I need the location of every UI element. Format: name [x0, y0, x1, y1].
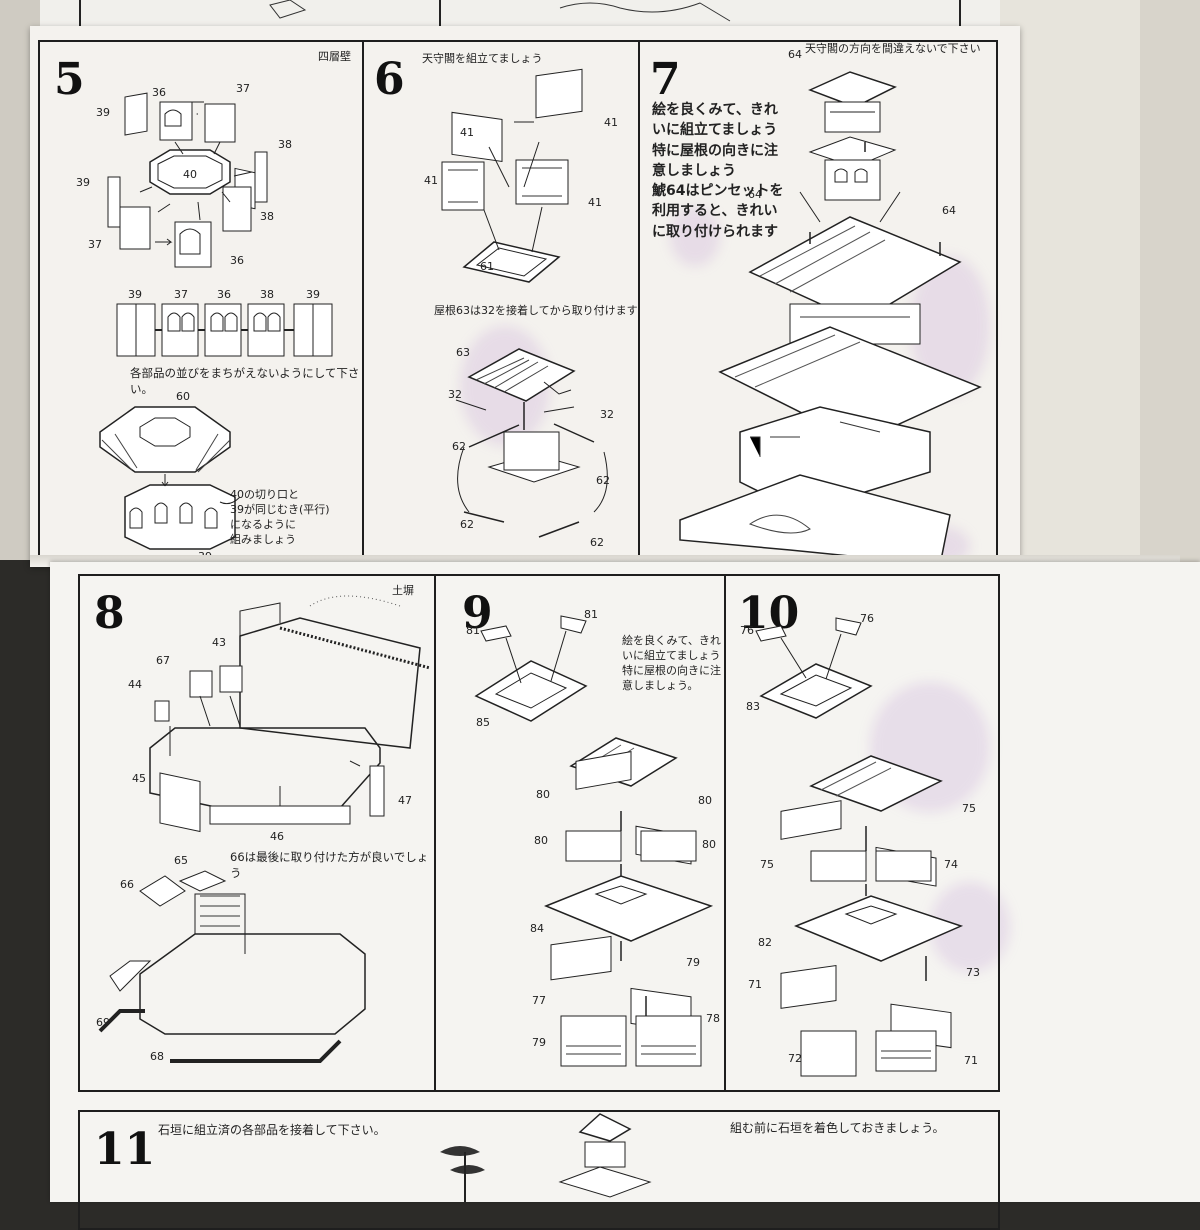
- part-label: 64: [942, 204, 956, 217]
- part-label: 64: [748, 188, 762, 201]
- part-label: 62: [452, 440, 466, 453]
- part-label: 75: [962, 802, 976, 815]
- part-label: 79: [686, 956, 700, 969]
- tower-assembly-diagram: [441, 68, 608, 538]
- part-label: 37: [88, 238, 102, 251]
- previous-page-strip: [40, 0, 1000, 31]
- part-label: 67: [156, 654, 170, 667]
- part-label: 32: [448, 388, 462, 401]
- wall-assembly-diagram: [98, 595, 431, 1063]
- part-label: 38: [260, 210, 274, 223]
- step-title: 土塀: [392, 584, 414, 597]
- part-label: 77: [532, 994, 546, 1007]
- step-title: 四層壁: [318, 50, 351, 63]
- step-number: 5: [54, 54, 85, 105]
- part-label: 80: [702, 838, 716, 851]
- part-label: 38: [278, 138, 292, 151]
- step-note: 絵を良くみて、きれ いに組立てましょう 特に屋根の向きに注 意しましょう。: [622, 634, 721, 692]
- part-label: 36: [217, 288, 231, 301]
- part-label: 81: [584, 608, 598, 621]
- part-label: 63: [456, 346, 470, 359]
- part-label: 80: [698, 794, 712, 807]
- step-note: 66は最後に取り付けた方が良いでしょう: [230, 850, 429, 880]
- part-label: 40: [183, 168, 197, 181]
- part-label: 68: [150, 1050, 164, 1063]
- part-label: 61: [480, 260, 494, 273]
- part-label: 79: [532, 1036, 546, 1049]
- part-label: 60: [176, 390, 190, 403]
- step-number: 11: [94, 1124, 156, 1175]
- part-label: 38: [260, 288, 274, 301]
- step-note: 40の切り口と 39が同じむき(平行) になるように 組みましょう: [230, 488, 330, 546]
- part-label: 76: [860, 612, 874, 625]
- part-label: 41: [460, 126, 474, 139]
- part-label: 44: [128, 678, 142, 691]
- part-label: 83: [746, 700, 760, 713]
- part-label: 41: [588, 196, 602, 209]
- part-label: 85: [476, 716, 490, 729]
- step-note: 絵を良くみて、きれ いに組立てましょう 特に屋根の向きに注 意しましょう 鯱64…: [652, 102, 784, 240]
- step-title: 天守閣の方向を間違えないで下さい: [805, 42, 981, 55]
- part-label: 76: [740, 624, 754, 637]
- instruction-page-lower: 8 土塀 67 43 44 45 47: [50, 562, 1200, 1230]
- part-label: 46: [270, 830, 284, 843]
- part-label: 80: [536, 788, 550, 801]
- step-note: 石垣に組立済の各部品を接着して下さい。: [158, 1123, 386, 1137]
- part-label: 65: [174, 854, 188, 867]
- part-label: 84: [530, 922, 544, 935]
- castle-assembly-diagram: [679, 71, 982, 566]
- part-label: 62: [596, 474, 610, 487]
- step-number: 8: [94, 588, 125, 639]
- step-number: 9: [462, 588, 493, 639]
- gate-tower-assembly-diagram: [755, 617, 964, 1077]
- part-label: 47: [398, 794, 412, 807]
- part-label: 82: [758, 936, 772, 949]
- step-note: 各部品の並びをまちがえないようにして下さい。: [130, 366, 360, 396]
- part-label: 75: [760, 858, 774, 871]
- part-label: 39: [76, 176, 90, 189]
- step-number: 6: [374, 54, 405, 105]
- part-label: 41: [604, 116, 618, 129]
- part-label: 36: [230, 254, 244, 267]
- part-label: 41: [424, 174, 438, 187]
- part-label: 71: [748, 978, 762, 991]
- step-6-panel: 6 天守閣を組立てましょう 41 41 41 41 61: [362, 40, 638, 562]
- part-label: 37: [174, 288, 188, 301]
- step-11-panel: 11 石垣に組立済の各部品を接着して下さい。 組む前に石垣を着色しておきましょう…: [78, 1110, 1000, 1230]
- part-label: 62: [460, 518, 474, 531]
- part-label: 39: [96, 106, 110, 119]
- step-7-panel: 7 天守閣の方向を間違えないで下さい 絵を良くみて、きれ いに組立てましょう 特…: [638, 40, 998, 566]
- previous-page-drawing: [79, 0, 961, 30]
- part-label: 36: [152, 86, 166, 99]
- step-title: 天守閣を組立てましょう: [422, 52, 543, 65]
- step-note: 組む前に石垣を着色しておきましょう。: [730, 1121, 945, 1135]
- part-label: 71: [964, 1054, 978, 1067]
- step-number: 7: [650, 54, 681, 105]
- part-label: 64: [788, 48, 802, 61]
- part-label: 78: [706, 1012, 720, 1025]
- wall-ring-diagram: [99, 92, 333, 550]
- part-label: 74: [944, 858, 958, 871]
- turret-assembly-diagram: [474, 615, 714, 1067]
- step-9-panel: 9 絵を良くみて、きれ いに組立てましょう 特に屋根の向きに注 意しましょう。: [434, 574, 724, 1092]
- part-label: 73: [966, 966, 980, 979]
- part-label: 39: [128, 288, 142, 301]
- part-label: 81: [466, 624, 480, 637]
- part-label: 80: [534, 834, 548, 847]
- step-8-panel: 8 土塀 67 43 44 45 47: [78, 574, 434, 1092]
- part-label: 69: [96, 1016, 110, 1029]
- part-label: 39: [306, 288, 320, 301]
- step-5-panel: 5 四層壁: [38, 40, 362, 563]
- instruction-page-upper: 5 四層壁: [30, 26, 1020, 566]
- part-label: 45: [132, 772, 146, 785]
- castle-final-diagram: [440, 1113, 652, 1202]
- step-note: 屋根63は32を接着してから取り付けます: [434, 304, 638, 317]
- part-label: 43: [212, 636, 226, 649]
- part-label: 32: [600, 408, 614, 421]
- step-10-panel: 10 76 76 83 75 75 74 82 7: [724, 574, 1000, 1092]
- part-label: 62: [590, 536, 604, 549]
- part-label: 66: [120, 878, 134, 891]
- part-label: 37: [236, 82, 250, 95]
- part-label: 72: [788, 1052, 802, 1065]
